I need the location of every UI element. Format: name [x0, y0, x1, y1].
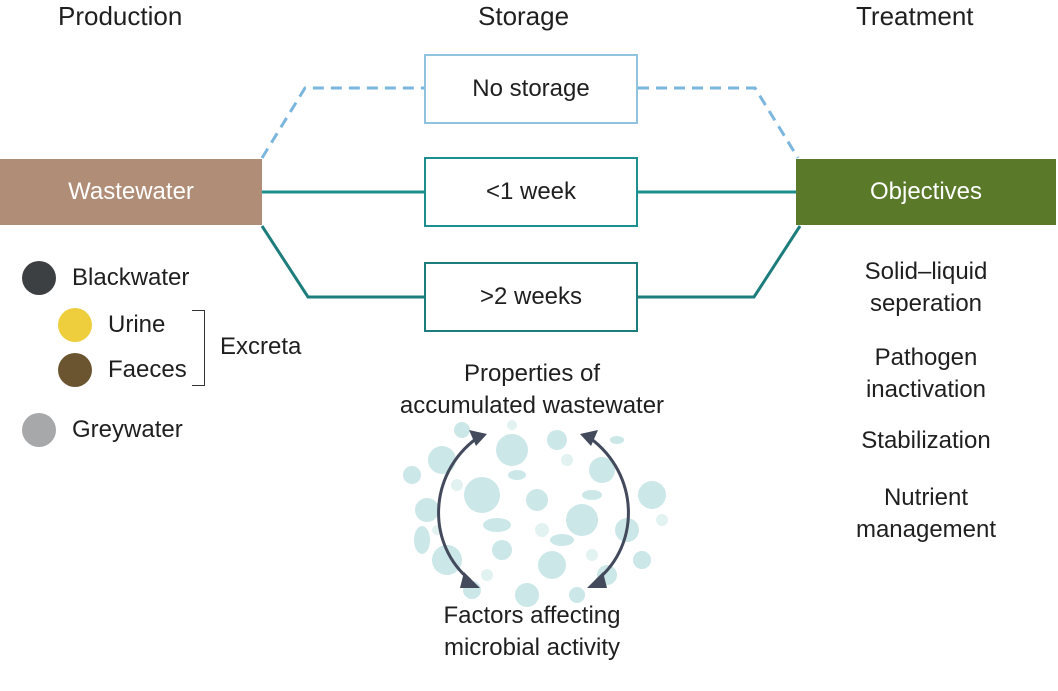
- objective-pathogen: Pathogen inactivation: [826, 342, 1026, 406]
- factors-line-2: microbial activity: [443, 634, 621, 661]
- legend-greywater-label: Greywater: [72, 416, 183, 443]
- factors-line-1: Factors affecting: [443, 602, 621, 629]
- header-treatment: Treatment: [856, 1, 974, 31]
- excreta-bracket: [192, 310, 205, 386]
- blackwater-dot-icon: [22, 261, 56, 295]
- faeces-dot-icon: [58, 353, 92, 387]
- objective-line: Nutrient: [883, 484, 969, 511]
- greywater-dot-icon: [22, 413, 56, 447]
- objective-line: Stabilization: [861, 427, 991, 454]
- legend-blackwater-label: Blackwater: [72, 264, 190, 291]
- legend-faeces-label: Faeces: [108, 356, 187, 383]
- objective-line: inactivation: [865, 376, 987, 403]
- long-storage-box: >2 weeks: [424, 262, 638, 332]
- short-storage-box: <1 week: [424, 157, 638, 227]
- legend-blackwater: Blackwater: [22, 258, 189, 298]
- header-production: Production: [58, 1, 183, 31]
- objective-stabilization: Stabilization: [826, 425, 1026, 457]
- objective-nutrient: Nutrient management: [826, 482, 1026, 546]
- properties-text: Properties of accumulated wastewater: [352, 358, 712, 422]
- legend-faeces: Faeces: [58, 350, 187, 390]
- properties-line-2: accumulated wastewater: [399, 392, 665, 419]
- legend-excreta-label: Excreta: [220, 333, 302, 360]
- no-storage-box: No storage: [424, 54, 638, 124]
- objectives-pill: Objectives: [796, 159, 1056, 225]
- microbe-cluster-illustration: [403, 420, 668, 607]
- legend-greywater: Greywater: [22, 410, 183, 450]
- header-storage: Storage: [478, 1, 570, 31]
- legend-urine: Urine: [58, 305, 165, 345]
- wastewater-pill: Wastewater: [0, 159, 262, 225]
- objective-line: seperation: [869, 290, 983, 317]
- properties-line-1: Properties of: [463, 360, 601, 387]
- objective-line: management: [855, 516, 997, 543]
- urine-dot-icon: [58, 308, 92, 342]
- objective-solid-liquid: Solid–liquid seperation: [826, 256, 1026, 320]
- objective-line: Pathogen: [874, 344, 978, 371]
- cycle-arrows: [437, 430, 630, 588]
- factors-text: Factors affecting microbial activity: [352, 600, 712, 664]
- objective-line: Solid–liquid: [864, 258, 988, 285]
- legend-urine-label: Urine: [108, 311, 166, 338]
